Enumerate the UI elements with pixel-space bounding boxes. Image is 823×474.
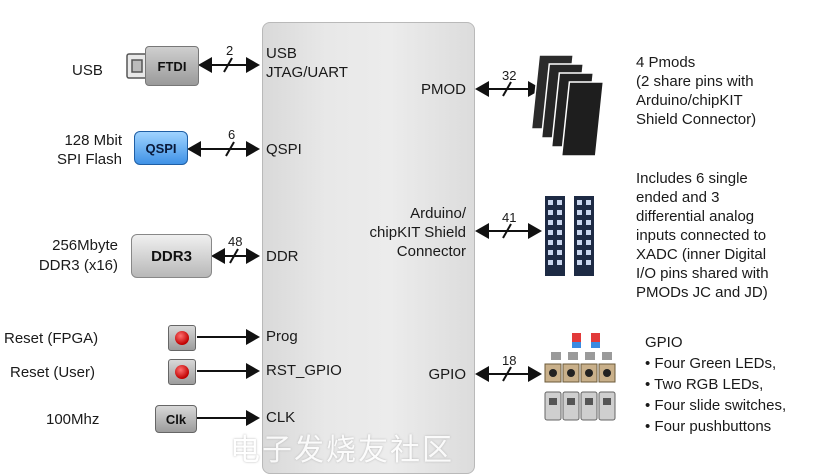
watermark: 电子发烧友社区 <box>230 433 454 468</box>
gpio-item-4: • Four pushbuttons <box>645 418 772 435</box>
pmod-desc-line-4: Shield Connector) <box>636 111 757 128</box>
gpio-bus-width: 18 <box>502 353 517 368</box>
usb-bus-slash <box>223 57 233 73</box>
connection-lines <box>126 53 616 426</box>
usb-bus-width: 2 <box>226 43 234 58</box>
gpio-bus-slash <box>502 366 512 382</box>
gpio-item-1: • Four Green LEDs, <box>645 355 777 372</box>
arduino-bus-slash <box>502 223 512 239</box>
qspi-desc-1: 128 Mbit <box>64 132 122 149</box>
port-prog: Prog <box>266 328 298 345</box>
port-ddr: DDR <box>266 248 299 265</box>
qspi-bus-slash <box>225 141 235 157</box>
port-arduino-3: Connector <box>396 243 466 260</box>
arduino-desc-line-2: ended and 3 <box>636 189 720 206</box>
pmod-boards-icon <box>530 54 605 157</box>
arduino-header-icon <box>545 196 594 276</box>
ddr-bus-width: 48 <box>228 234 243 249</box>
qspi-desc-2: SPI Flash <box>56 151 122 168</box>
pmod-bus-width: 32 <box>502 68 517 83</box>
reset-fpga-button-icon <box>168 325 196 351</box>
arduino-desc-line-7: PMODs JC and JD) <box>636 284 768 301</box>
port-usb: USB <box>266 45 297 62</box>
reset-user-label: Reset (User) <box>10 364 96 381</box>
pmod-desc-line-1: 4 Pmods <box>636 54 696 71</box>
reset-user-button-icon <box>168 359 196 385</box>
port-arduino-1: Arduino/ <box>410 205 466 222</box>
port-arduino-2: chipKIT Shield <box>369 224 466 241</box>
port-gpio: GPIO <box>428 366 466 383</box>
gpio-components-icon <box>544 333 616 421</box>
gpio-item-3: • Four slide switches, <box>645 397 787 414</box>
pmod-desc-line-2: (2 share pins with <box>636 73 754 90</box>
arduino-desc-line-3: differential analog <box>636 208 755 225</box>
pmod-desc-line-3: Arduino/chipKIT <box>636 92 743 109</box>
ddr-desc-2: DDR3 (x16) <box>38 257 118 274</box>
port-qspi: QSPI <box>266 141 302 158</box>
ftdi-chip: FTDI <box>145 46 199 86</box>
port-pmod: PMOD <box>421 81 466 98</box>
arduino-bus-width: 41 <box>502 210 517 225</box>
arduino-desc-line-1: Includes 6 single <box>636 170 748 187</box>
arduino-desc-line-5: XADC (inner Digital <box>636 246 767 263</box>
qspi-chip-label: QSPI <box>145 140 177 156</box>
ddr3-chip-label: DDR3 <box>151 247 192 265</box>
port-clk: CLK <box>266 409 296 426</box>
clock-chip-label: Clk <box>165 411 187 427</box>
arduino-desc-line-4: inputs connected to <box>636 227 767 244</box>
reset-fpga-label: Reset (FPGA) <box>4 330 99 347</box>
fpga-block <box>262 22 475 474</box>
gpio-title: GPIO <box>645 334 683 351</box>
qspi-chip: QSPI <box>134 131 188 165</box>
clock-chip: Clk <box>155 405 197 433</box>
ddr-bus-slash <box>229 248 239 264</box>
port-rst-gpio: RST_GPIO <box>266 362 342 379</box>
ftdi-chip-label: FTDI <box>157 58 187 74</box>
usb-label: USB <box>72 62 103 79</box>
arduino-desc-line-6: I/O pins shared with <box>636 265 769 282</box>
pmod-bus-slash <box>502 81 512 97</box>
qspi-bus-width: 6 <box>228 127 236 142</box>
port-jtag-uart: JTAG/UART <box>266 64 348 81</box>
ddr3-chip: DDR3 <box>131 234 212 278</box>
clock-label: 100Mhz <box>46 411 100 428</box>
gpio-item-2: • Two RGB LEDs, <box>645 376 764 393</box>
ddr-desc-1: 256Mbyte <box>52 237 118 254</box>
